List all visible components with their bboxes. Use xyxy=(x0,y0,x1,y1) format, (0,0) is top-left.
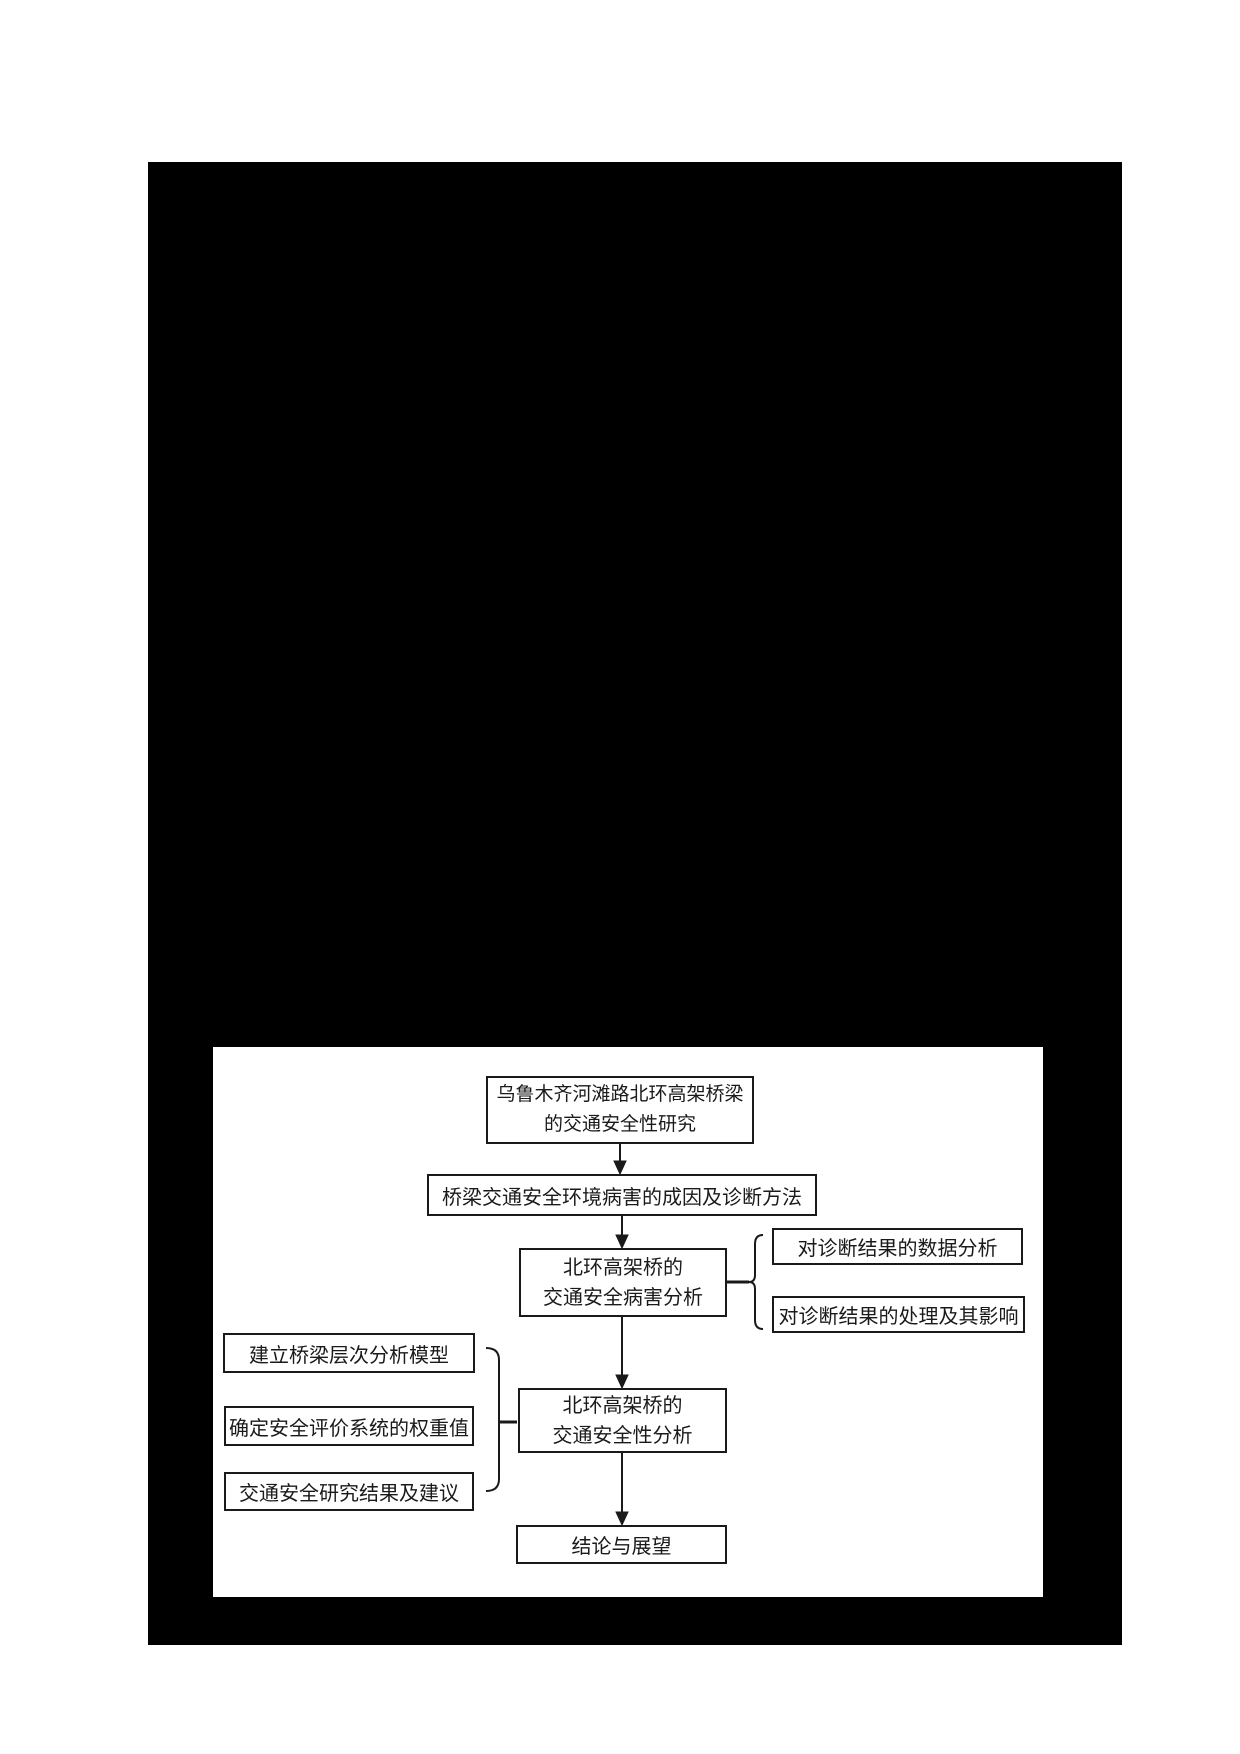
node-safety-analysis-line2: 交通安全性分析 xyxy=(552,1424,693,1447)
brace-left xyxy=(485,1347,500,1492)
flowchart-connectors xyxy=(485,1144,764,1527)
node-research-results-label: 交通安全研究结果及建议 xyxy=(239,1483,459,1505)
arrow-safety-to-conclusion-head xyxy=(615,1511,629,1527)
node-title-line2: 的交通安全性研究 xyxy=(543,1114,696,1135)
flowchart-node-data-analysis: 对诊断结果的数据分析 xyxy=(772,1228,1023,1265)
flowchart-node-research-results: 交通安全研究结果及建议 xyxy=(224,1472,474,1511)
flowchart-node-disease-analysis: 北环高架桥的 交通安全病害分析 xyxy=(519,1248,727,1317)
arrow-disease-to-safety-head xyxy=(615,1374,629,1390)
flowchart-node-weight-value: 确定安全评价系统的权重值 xyxy=(224,1406,474,1446)
node-disease-analysis-line1: 北环高架桥的 xyxy=(563,1256,683,1279)
flowchart-node-ahp-model: 建立桥梁层次分析模型 xyxy=(223,1333,475,1373)
flowchart-node-result-handling: 对诊断结果的处理及其影响 xyxy=(772,1296,1025,1333)
arrow-cause-to-disease-head xyxy=(615,1234,629,1250)
node-weight-value-label: 确定安全评价系统的权重值 xyxy=(229,1417,469,1440)
flowchart-figure-panel: 乌鲁木齐河滩路北环高架桥梁 的交通安全性研究 桥梁交通安全环境病害的成因及诊断方… xyxy=(213,1047,1043,1597)
node-disease-analysis-line2: 交通安全病害分析 xyxy=(543,1286,703,1309)
node-safety-analysis-line1: 北环高架桥的 xyxy=(562,1394,683,1417)
node-title-line1: 乌鲁木齐河滩路北环高架桥梁 xyxy=(496,1084,744,1105)
node-result-handling-label: 对诊断结果的处理及其影响 xyxy=(778,1306,1019,1328)
flowchart-node-conclusion: 结论与展望 xyxy=(516,1525,727,1564)
brace-right xyxy=(748,1234,764,1330)
redacted-black-region: 乌鲁木齐河滩路北环高架桥梁 的交通安全性研究 桥梁交通安全环境病害的成因及诊断方… xyxy=(148,162,1122,1645)
node-ahp-model-label: 建立桥梁层次分析模型 xyxy=(249,1344,449,1367)
node-cause-method-label: 桥梁交通安全环境病害的成因及诊断方法 xyxy=(442,1186,802,1209)
flowchart-node-cause-method: 桥梁交通安全环境病害的成因及诊断方法 xyxy=(427,1174,817,1216)
flowchart-node-title: 乌鲁木齐河滩路北环高架桥梁 的交通安全性研究 xyxy=(486,1076,754,1144)
node-data-analysis-label: 对诊断结果的数据分析 xyxy=(797,1238,998,1260)
node-conclusion-label: 结论与展望 xyxy=(571,1536,672,1558)
arrow-title-to-cause-head xyxy=(613,1160,627,1176)
flowchart-node-safety-analysis: 北环高架桥的 交通安全性分析 xyxy=(518,1388,727,1453)
